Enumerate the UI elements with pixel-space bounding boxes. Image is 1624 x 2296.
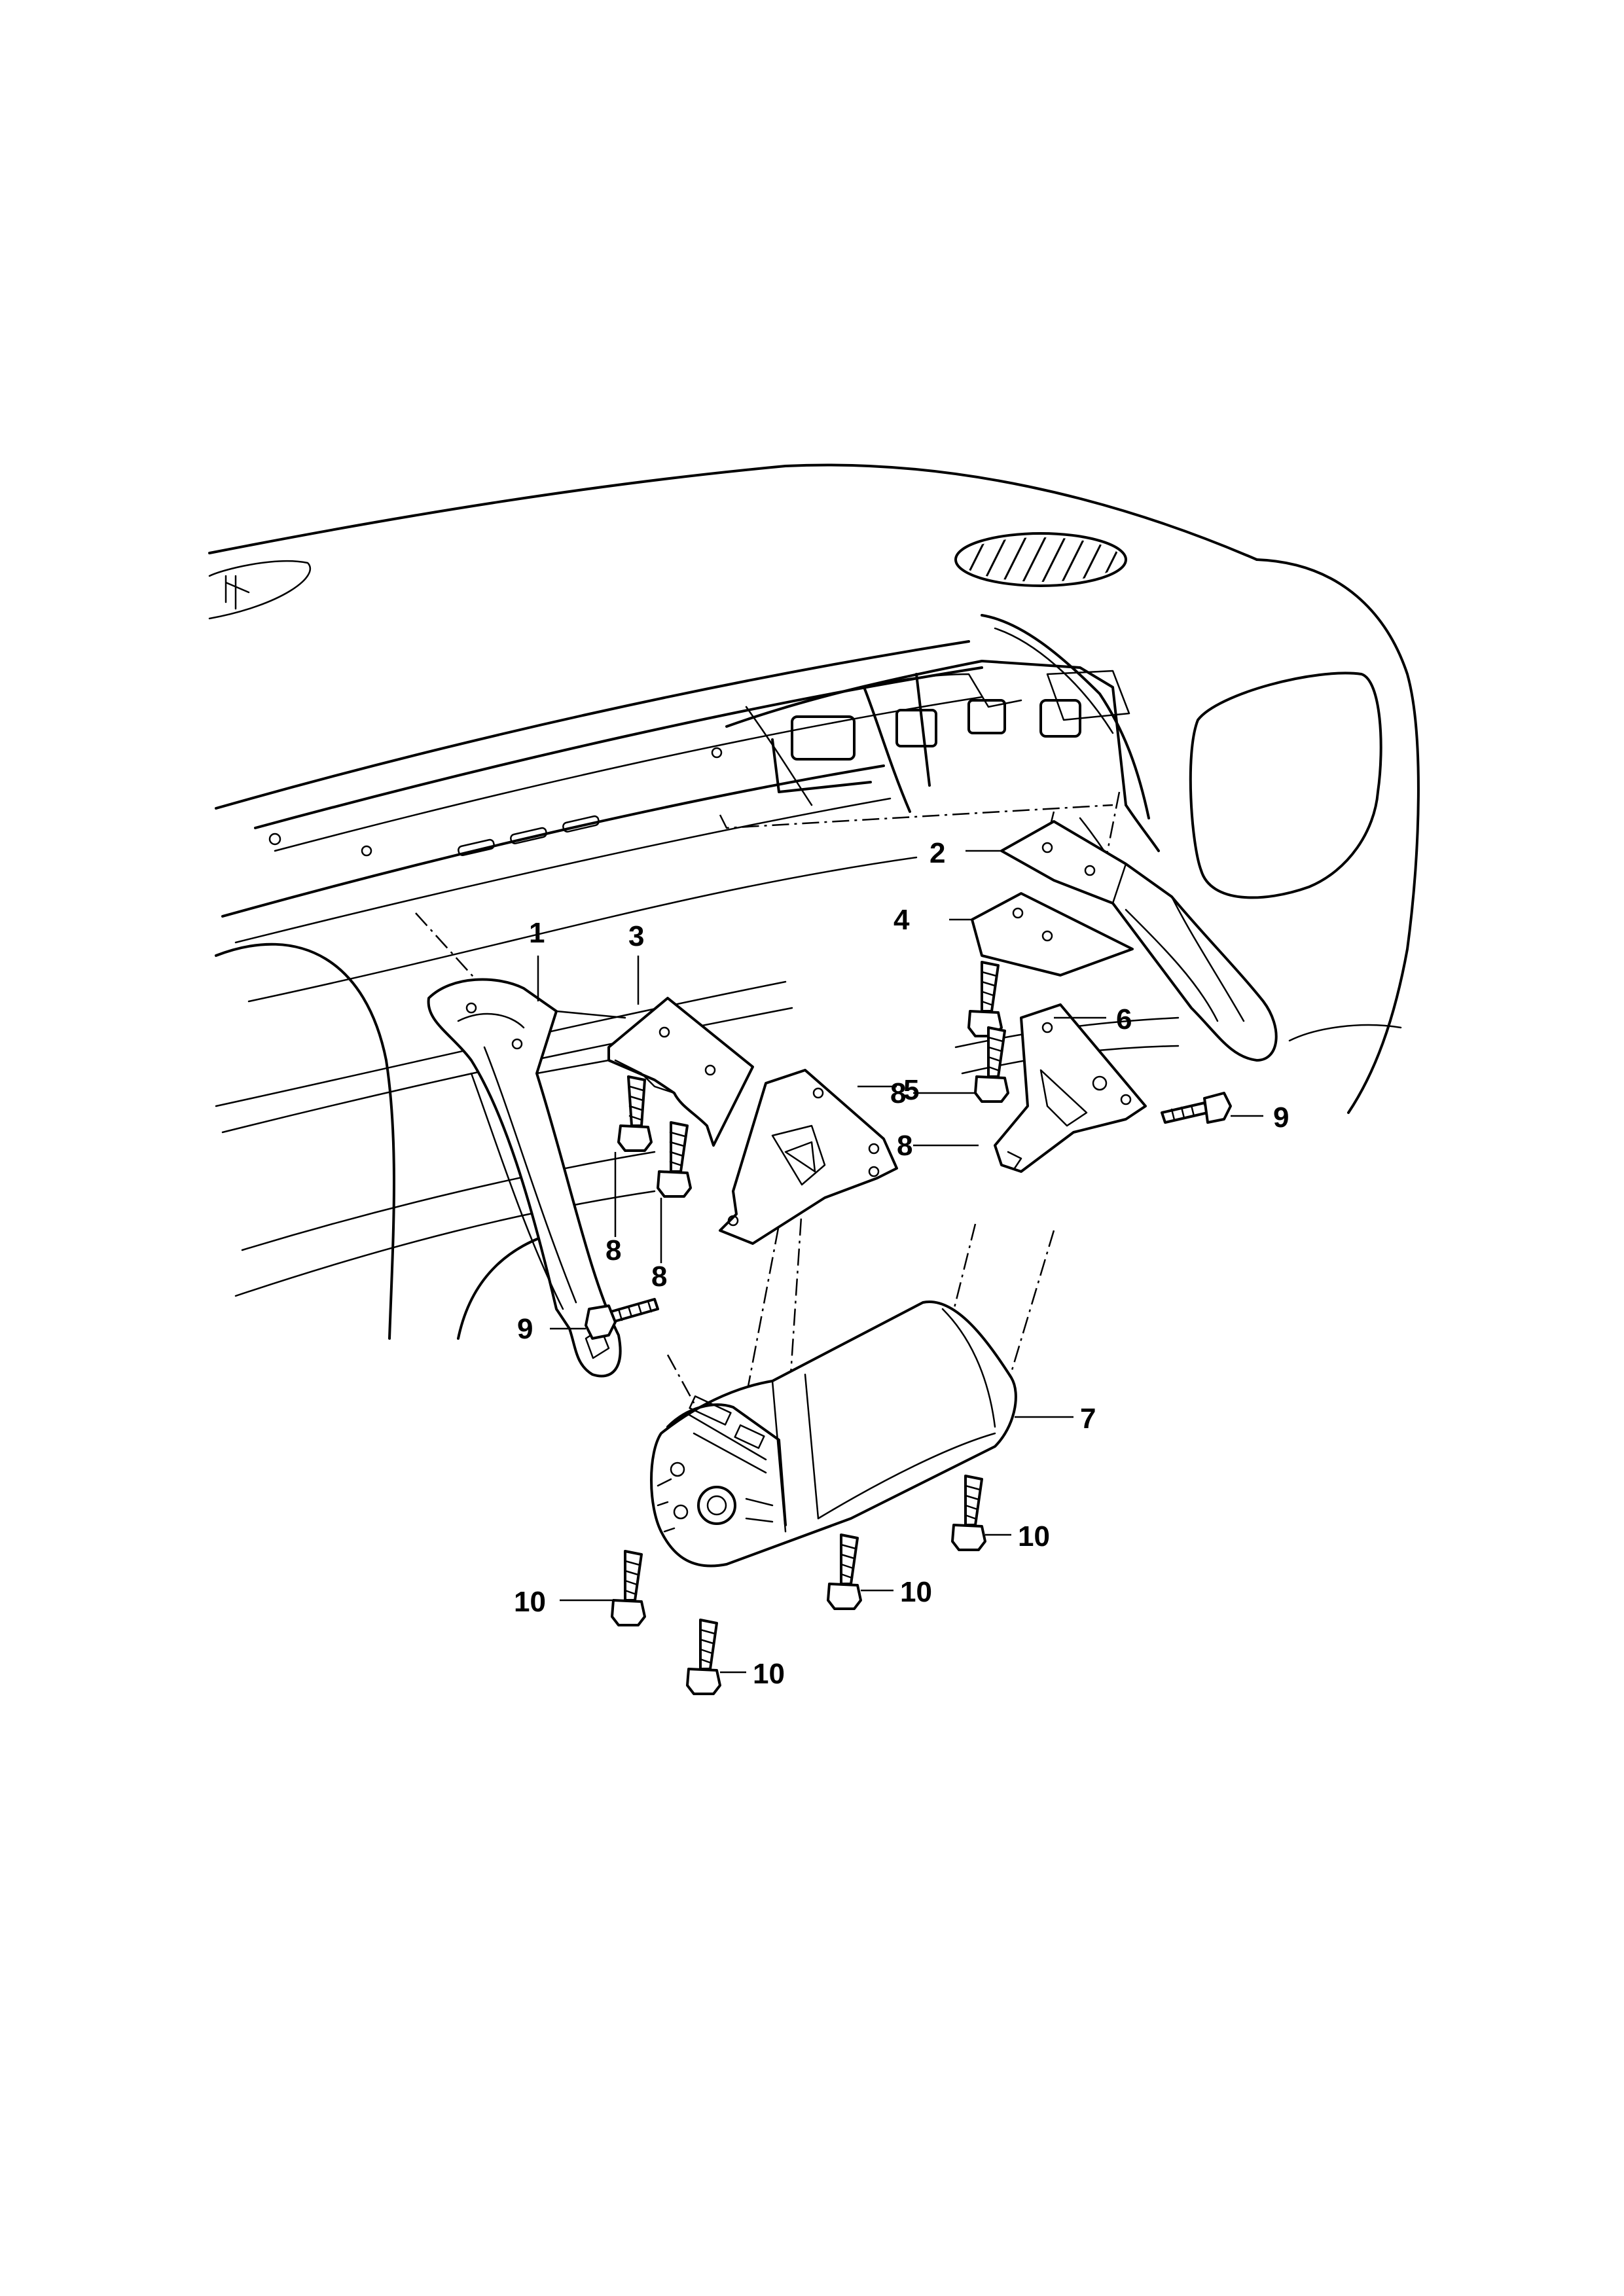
callout-8-right-b: 8 bbox=[897, 1130, 912, 1162]
part-5-bracket bbox=[719, 1069, 898, 1245]
screw-10-icon bbox=[951, 1475, 986, 1551]
callout-6: 6 bbox=[1116, 1003, 1132, 1035]
dashboard-outline bbox=[208, 463, 1420, 1340]
callout-1: 1 bbox=[529, 917, 545, 949]
callout-10-center: 10 bbox=[900, 1576, 932, 1608]
callout-2: 2 bbox=[929, 837, 945, 869]
part-7-airbag-module bbox=[650, 1300, 1017, 1568]
part-4-bracket bbox=[971, 892, 1134, 977]
callout-8-left-a: 8 bbox=[605, 1234, 621, 1266]
screw-9-icon bbox=[1161, 1092, 1232, 1124]
screw-10-icon bbox=[686, 1619, 721, 1695]
part-3-bracket bbox=[535, 997, 754, 1147]
callout-8-left-b: 8 bbox=[651, 1261, 667, 1293]
screw-9-icon bbox=[585, 1298, 659, 1340]
callout-10-right: 10 bbox=[1018, 1520, 1050, 1552]
callout-10-left: 10 bbox=[514, 1586, 546, 1618]
callout-9-right: 9 bbox=[1273, 1102, 1289, 1134]
callout-8-right-a: 8 bbox=[890, 1077, 906, 1109]
callout-3: 3 bbox=[628, 920, 644, 952]
rail-slots bbox=[268, 747, 723, 857]
part-6-bracket bbox=[994, 1003, 1147, 1173]
part-2-right-bracket bbox=[1000, 820, 1278, 1062]
callout-9-left: 9 bbox=[517, 1313, 533, 1345]
callout-leaders bbox=[537, 850, 1263, 1674]
callout-4: 4 bbox=[893, 904, 910, 936]
air-vent-icon bbox=[954, 532, 1127, 587]
callout-7: 7 bbox=[1080, 1403, 1096, 1435]
screw-8-icon bbox=[967, 961, 1003, 1037]
callout-10-bottom: 10 bbox=[753, 1658, 785, 1690]
callout-5: 5 bbox=[903, 1074, 919, 1106]
screw-10-icon bbox=[611, 1550, 646, 1626]
screw-10-icon bbox=[827, 1534, 862, 1610]
glovebox-opening bbox=[1189, 672, 1382, 899]
screw-8-icon bbox=[657, 1121, 692, 1198]
screws bbox=[585, 961, 1232, 1695]
screw-8-icon bbox=[617, 1075, 653, 1152]
callout-labels: 1 2 3 4 5 6 7 8 8 8 8 9 9 10 10 10 10 bbox=[514, 837, 1289, 1690]
